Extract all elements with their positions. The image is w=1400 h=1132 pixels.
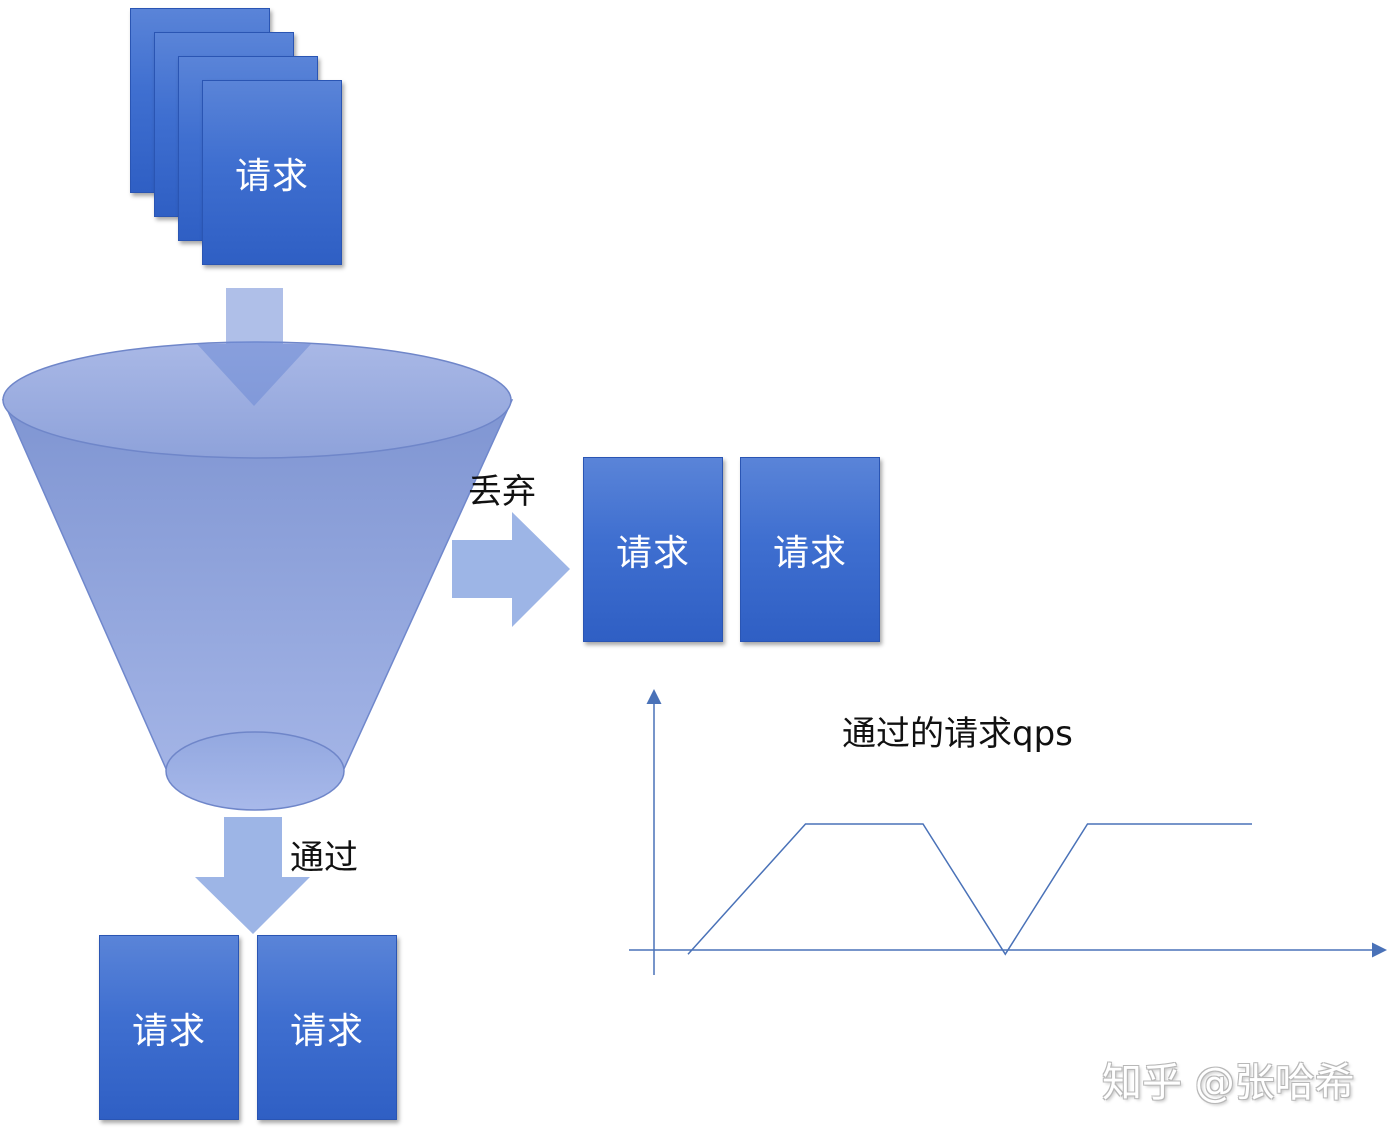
arrow-pass (195, 817, 310, 934)
discarded-request-card-2: 请求 (740, 457, 880, 642)
passed-request-card-1: 请求 (99, 935, 239, 1120)
request-label: 请求 (615, 532, 690, 574)
funnel-bottom (165, 731, 345, 811)
request-label: 请求 (234, 155, 309, 197)
request-label: 请求 (772, 532, 847, 574)
incoming-request-card-1: 请求 (202, 80, 342, 265)
passed-request-card-2: 请求 (257, 935, 397, 1120)
discarded-request-card-1: 请求 (583, 457, 723, 642)
arrow-discard (452, 512, 570, 627)
chart-series-line (687, 823, 1252, 956)
arrow-into-funnel (197, 288, 311, 406)
chart-title: 通过的请求qps (842, 714, 1073, 754)
watermark: 知乎 @张哈希 (1102, 1060, 1355, 1106)
request-label: 请求 (289, 1010, 364, 1052)
pass-label: 通过 (290, 838, 358, 878)
request-label: 请求 (131, 1010, 206, 1052)
discard-label: 丢弃 (468, 472, 536, 512)
